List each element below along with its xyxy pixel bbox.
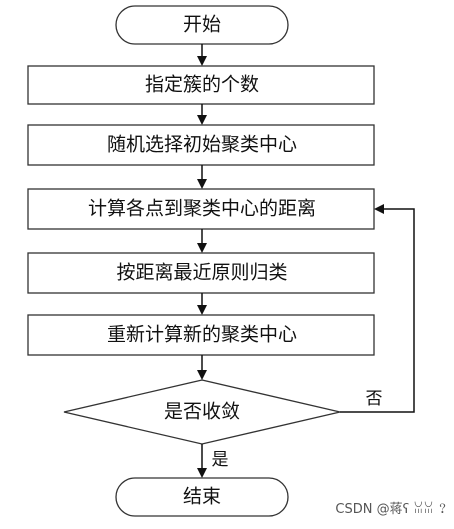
step-label-3: 计算各点到聚类中心的距离: [88, 198, 316, 220]
step-box-2: [27, 124, 375, 166]
step-box-4: [27, 252, 375, 294]
watermark-text: CSDN @蒋ʕ ꈍꈍ ？: [335, 501, 448, 517]
no-branch-label: 否: [366, 389, 383, 409]
end-terminal: [115, 477, 289, 517]
step-box-1: [27, 65, 375, 105]
start-label: 开始: [183, 14, 221, 36]
step-label-4: 按距离最近原则归类: [116, 262, 287, 284]
yes-branch-label: 是: [212, 450, 229, 470]
no-loop-connector: [340, 204, 415, 413]
end-label: 结束: [183, 486, 221, 508]
step-label-2: 随机选择初始聚类中心: [107, 134, 297, 156]
step-label-1: 指定簇的个数: [145, 74, 259, 96]
decision-label: 是否收敛: [164, 401, 240, 423]
step-box-5: [27, 314, 375, 356]
step-label-5: 重新计算新的聚类中心: [107, 324, 297, 346]
